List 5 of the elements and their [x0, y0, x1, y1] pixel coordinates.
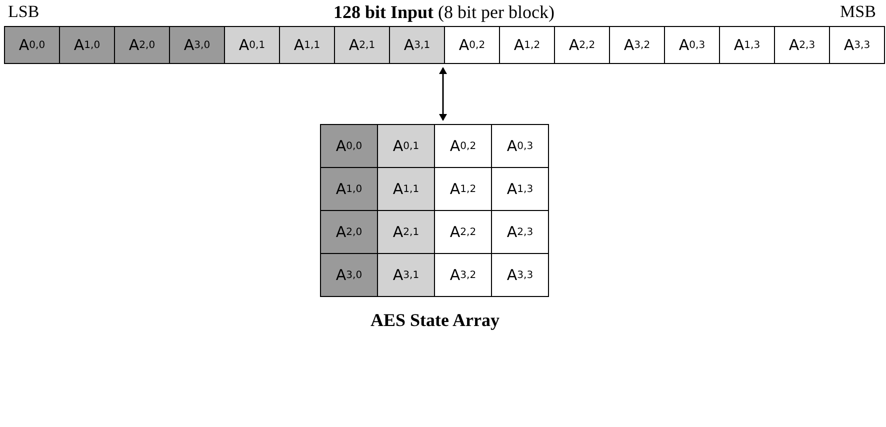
row-heading: 128 bit Input (8 bit per block) — [334, 2, 554, 23]
end-label: MSB — [840, 2, 876, 22]
end-label: LSB — [8, 2, 40, 22]
array-caption: AES State Array — [370, 310, 500, 331]
double-arrow — [439, 67, 447, 121]
